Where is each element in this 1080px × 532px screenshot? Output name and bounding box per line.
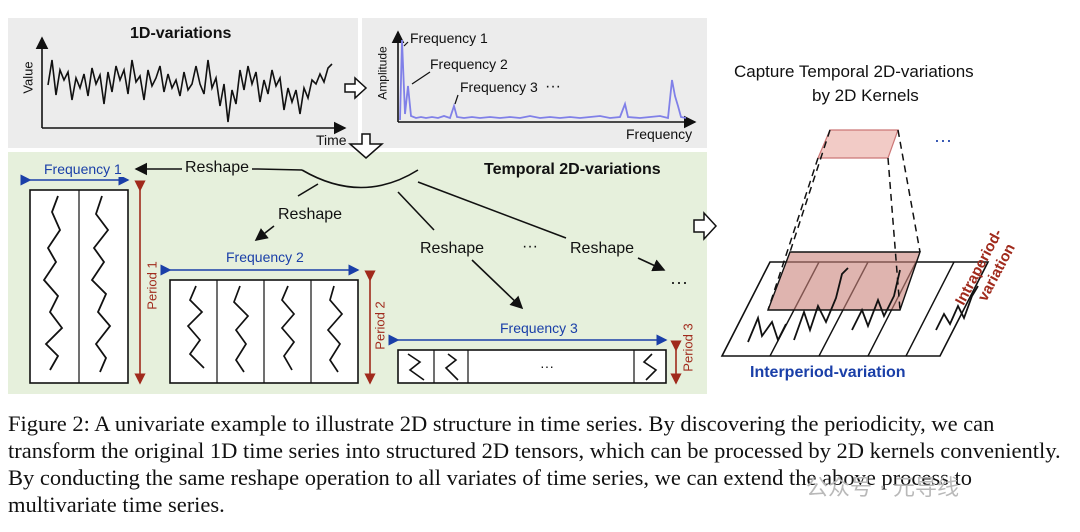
reshape-label-1: Reshape [182,159,253,177]
reshape-label-3: Reshape [420,240,485,257]
spectrum-freq2-label: Frequency 2 [430,56,508,72]
kernel-tensor [720,129,990,357]
reshape-ellipse [301,169,419,189]
freq1-pointer [403,41,409,47]
kernels-title-line1: Capture Temporal 2D-variations [734,62,974,81]
spectrum-axes [391,30,697,129]
reshape-label-2: Reshape [278,206,343,223]
segment-2 [160,264,376,385]
time-series-axes [35,36,347,135]
kernels-more: ··· [934,130,952,150]
hollow-arrow-down [348,133,384,159]
amplitude-axis-label: Amplitude [375,46,390,100]
period-2-label: Period 2 [372,301,388,350]
spectrum-more: ··· [545,78,561,95]
interperiod-variation-label: Interperiod-variation [750,364,906,381]
spectrum-freq3-label: Frequency 3 [460,79,538,95]
segment-3 [388,334,682,385]
reshape-label-4: Reshape [570,240,635,257]
frequency-axis-label: Frequency [626,126,693,142]
hollow-arrow-right-1 [344,76,368,100]
freq2-pointer [411,71,431,85]
period-1-label: Period 1 [144,261,160,310]
kernel-window [766,251,921,311]
frequency-3-label: Frequency 3 [498,320,580,336]
time-axis-label: Time [316,132,347,148]
kernel-top [817,129,899,159]
frequency-2-label: Frequency 2 [224,249,306,265]
spectrum-line [399,39,687,121]
frequency-1-label: Frequency 1 [42,161,124,177]
period-3-label: Period 3 [680,323,696,372]
reshape-more: ··· [522,238,538,255]
panel-1d-variations [8,18,358,148]
panel-spectrum [362,18,707,148]
figure-caption: Figure 2: A univariate example to illust… [8,411,1061,517]
watermark: 公众号 · 元导线 [806,476,959,501]
time-series-line [47,59,333,123]
spectrum-freq1-label: Frequency 1 [410,30,488,46]
segment-3-more: ··· [540,358,554,374]
temporal-more: ··· [670,272,688,292]
segment-1 [20,174,146,385]
value-axis-label: Value [20,61,36,94]
panel-1d-title: 1D-variations [130,25,232,42]
kernels-title-line2: by 2D Kernels [812,86,919,105]
hollow-arrow-right-2 [693,211,718,241]
freq3-pointer [454,94,459,105]
temporal-2d-title: Temporal 2D-variations [484,161,661,178]
